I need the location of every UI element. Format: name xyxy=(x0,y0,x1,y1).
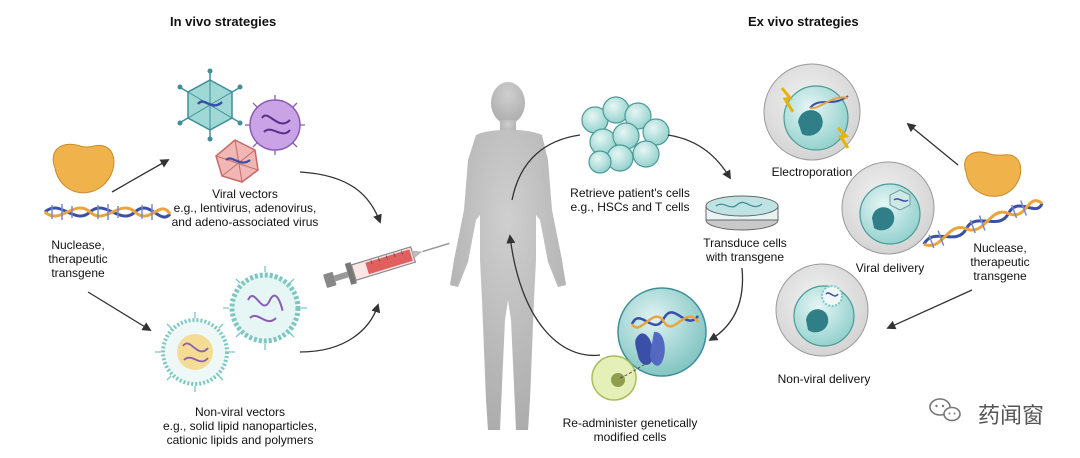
arrow-to-non-viral-delivery xyxy=(886,289,973,330)
nuclease-protein-right xyxy=(964,151,1022,197)
nuclease-label-right: Nuclease, therapeutic transgene xyxy=(970,241,1030,283)
arrow-viral-to-syringe xyxy=(299,171,382,224)
small-cell-icon xyxy=(591,355,651,401)
non-viral-delivery-cell-icon xyxy=(775,263,869,357)
non-viral-delivery-label: Non-viral delivery xyxy=(777,372,871,386)
electroporation-label: Electroporation xyxy=(771,165,853,179)
wechat-logo-icon xyxy=(929,398,961,422)
arrow-to-electroporation xyxy=(906,122,959,166)
petri-dish-icon xyxy=(705,195,779,231)
in-vivo-heading: In vivo strategies xyxy=(170,14,277,29)
ex-vivo-heading: Ex vivo strategies xyxy=(748,14,859,29)
electroporation-cell-icon xyxy=(763,63,861,161)
adenovirus-icon xyxy=(177,68,243,142)
arrow-cells-to-dish xyxy=(667,134,731,180)
dna-helix-right-icon xyxy=(922,199,1044,249)
lipid-nanoparticle-icon xyxy=(223,266,307,350)
polymer-nanoparticle-icon xyxy=(155,312,235,392)
arrow-to-viral-vectors xyxy=(111,159,170,193)
nuclease-protein-left xyxy=(52,143,115,194)
nuclease-label-left: Nuclease, therapeutic transgene xyxy=(48,238,108,280)
viral-delivery-label: Viral delivery xyxy=(855,261,925,275)
watermark-text: 药闻窗 xyxy=(977,404,1044,429)
viral-delivery-cell-icon xyxy=(841,161,935,255)
arrow-to-nonviral-vectors xyxy=(87,291,152,331)
modified-cell-icon xyxy=(617,287,707,377)
aav-icon xyxy=(215,139,259,183)
transduce-cells-label: Transduce cells with transgene xyxy=(703,236,787,264)
readminister-label: Re-administer genetically modified cells xyxy=(562,416,698,444)
dna-helix-left-icon xyxy=(43,204,172,220)
retrieve-cells-label: Retrieve patient's cells e.g., HSCs and … xyxy=(570,186,690,214)
lentivirus-icon xyxy=(245,95,305,155)
viral-vectors-label: Viral vectors e.g., lentivirus, adenovir… xyxy=(171,187,319,229)
arrow-retrieve-cells xyxy=(511,134,581,201)
watermark: 药闻窗 xyxy=(978,398,1044,430)
syringe-icon xyxy=(323,242,450,288)
arrow-readminister xyxy=(506,234,601,357)
arrow-nonviral-to-syringe xyxy=(299,303,381,353)
non-viral-vectors-label: Non-viral vectors e.g., solid lipid nano… xyxy=(162,405,318,447)
retrieved-cells-cluster xyxy=(581,96,670,174)
arrow-dish-to-cell xyxy=(708,267,744,341)
human-body-silhouette xyxy=(450,82,566,430)
